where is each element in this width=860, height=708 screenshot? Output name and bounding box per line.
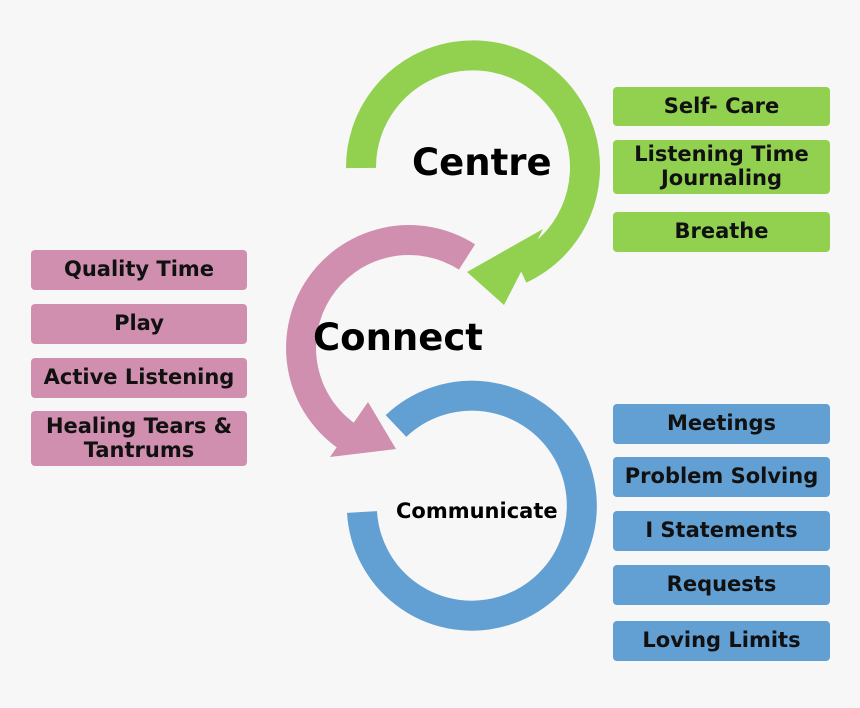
connect-item-active-listening: Active Listening — [31, 358, 247, 398]
connect-item-healing-tears-tantrums: Healing Tears & Tantrums — [31, 411, 247, 466]
connect-title: Connect — [313, 316, 483, 359]
centre-item-breathe: Breathe — [613, 212, 830, 252]
centre-title: Centre — [412, 141, 552, 184]
connect-arc — [286, 225, 476, 452]
centre-arrowhead — [467, 229, 543, 305]
centre-arc — [345, 40, 600, 283]
connect-item-quality-time: Quality Time — [31, 250, 247, 290]
communicate-arc — [347, 380, 597, 631]
centre-item-listening-time-journaling: Listening Time Journaling — [613, 140, 830, 194]
communicate-item-requests: Requests — [613, 565, 830, 605]
communicate-item-problem-solving: Problem Solving — [613, 457, 830, 497]
connect-arrowhead — [330, 402, 396, 457]
centre-item-self-care: Self- Care — [613, 87, 830, 126]
communicate-item-i-statements: I Statements — [613, 511, 830, 551]
communicate-item-meetings: Meetings — [613, 404, 830, 444]
communicate-title: Communicate — [396, 499, 558, 523]
communicate-item-loving-limits: Loving Limits — [613, 621, 830, 661]
connect-item-play: Play — [31, 304, 247, 344]
